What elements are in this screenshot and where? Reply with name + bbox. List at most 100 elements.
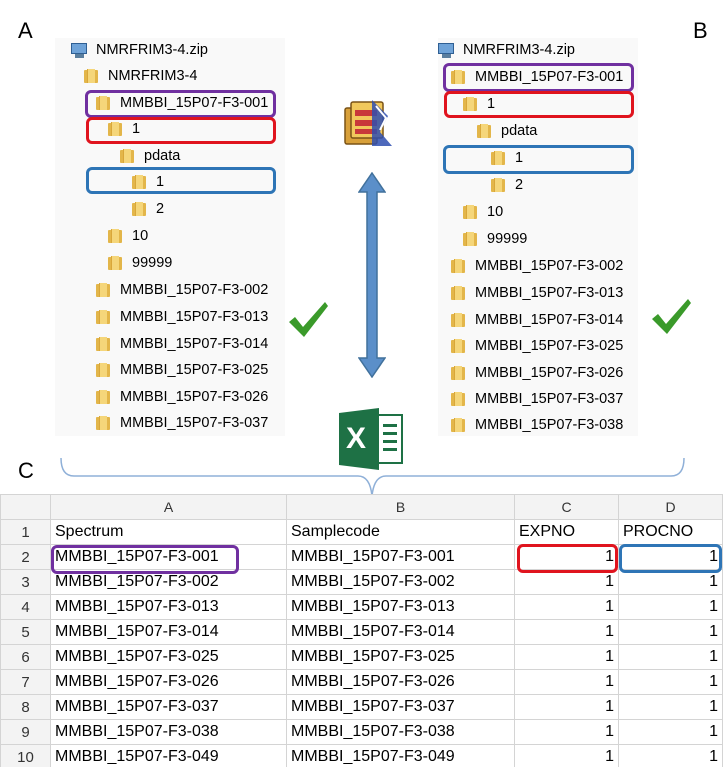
tree-node-procno-2[interactable]: 2 — [490, 173, 523, 197]
cell-expno[interactable]: 1 — [514, 619, 619, 645]
tree-node-expno[interactable]: 1 — [462, 92, 495, 116]
folder-icon — [490, 150, 506, 166]
tree-node-expno-10[interactable]: 10 — [462, 200, 503, 224]
tree-node-spectrum-014[interactable]: MMBBI_15P07-F3-014 — [450, 308, 623, 332]
tree-node-spectrum-013[interactable]: MMBBI_15P07-F3-013 — [95, 305, 268, 329]
cell-procno[interactable]: 1 — [618, 619, 723, 645]
tree-node-expno-99999[interactable]: 99999 — [107, 251, 172, 275]
row-header[interactable]: 2 — [0, 544, 51, 570]
tree-node-label: 1 — [156, 174, 165, 190]
cell-procno[interactable]: 1 — [618, 744, 723, 767]
column-header-b[interactable]: B — [286, 494, 515, 520]
tree-node-spectrum[interactable]: MMBBI_15P07-F3-001 — [450, 65, 623, 89]
table-row: 5 MMBBI_15P07-F3-014 MMBBI_15P07-F3-014 … — [0, 619, 723, 645]
double-arrow-icon — [358, 172, 386, 378]
folder-icon — [450, 391, 466, 407]
tree-node-procno-1[interactable]: 1 — [131, 170, 164, 194]
cell-samplecode[interactable]: MMBBI_15P07-F3-001 — [286, 544, 515, 570]
tree-node-label: MMBBI_15P07-F3-001 — [120, 95, 269, 111]
folder-icon — [462, 204, 478, 220]
cell-procno-header[interactable]: PROCNO — [618, 519, 723, 545]
cell-expno[interactable]: 1 — [514, 719, 619, 745]
cell-expno[interactable]: 1 — [514, 569, 619, 595]
column-header-d[interactable]: D — [618, 494, 723, 520]
tree-node-procno-2[interactable]: 2 — [131, 197, 164, 221]
cell-expno[interactable]: 1 — [514, 644, 619, 670]
folder-icon — [450, 69, 466, 85]
row-header[interactable]: 7 — [0, 669, 51, 695]
cell-spectrum[interactable]: MMBBI_15P07-F3-037 — [50, 694, 287, 720]
tree-node-spectrum-026[interactable]: MMBBI_15P07-F3-026 — [95, 385, 268, 409]
row-header[interactable]: 9 — [0, 719, 51, 745]
tree-node-expno-10[interactable]: 10 — [107, 224, 148, 248]
table-row: 9 MMBBI_15P07-F3-038 MMBBI_15P07-F3-038 … — [0, 719, 723, 745]
cell-spectrum[interactable]: MMBBI_15P07-F3-014 — [50, 619, 287, 645]
cell-spectrum[interactable]: MMBBI_15P07-F3-025 — [50, 644, 287, 670]
cell-spectrum[interactable]: MMBBI_15P07-F3-026 — [50, 669, 287, 695]
tree-node-label: MMBBI_15P07-F3-026 — [120, 389, 269, 405]
highlight-procno-b — [443, 145, 634, 174]
cell-samplecode[interactable]: MMBBI_15P07-F3-026 — [286, 669, 515, 695]
row-header[interactable]: 5 — [0, 619, 51, 645]
tree-node-label: MMBBI_15P07-F3-014 — [475, 312, 624, 328]
highlight-procno-a — [86, 167, 276, 194]
cell-expno[interactable]: 1 — [514, 669, 619, 695]
row-header[interactable]: 6 — [0, 644, 51, 670]
row-header[interactable]: 10 — [0, 744, 51, 767]
cell-spectrum-header[interactable]: Spectrum — [50, 519, 287, 545]
cell-samplecode[interactable]: MMBBI_15P07-F3-038 — [286, 719, 515, 745]
tree-node-label: 1 — [515, 150, 524, 166]
cell-samplecode[interactable]: MMBBI_15P07-F3-013 — [286, 594, 515, 620]
cell-procno[interactable]: 1 — [618, 694, 723, 720]
tree-node-expno[interactable]: 1 — [107, 117, 140, 141]
cell-procno[interactable]: 1 — [618, 644, 723, 670]
cell-spectrum[interactable]: MMBBI_15P07-F3-038 — [50, 719, 287, 745]
cell-samplecode[interactable]: MMBBI_15P07-F3-002 — [286, 569, 515, 595]
tree-node-spectrum-037[interactable]: MMBBI_15P07-F3-037 — [450, 387, 623, 411]
tree-node-spectrum-026[interactable]: MMBBI_15P07-F3-026 — [450, 361, 623, 385]
tree-node-zip[interactable]: NMRFRIM3-4.zip — [71, 38, 208, 62]
cell-samplecode[interactable]: MMBBI_15P07-F3-037 — [286, 694, 515, 720]
tree-node-label: 10 — [487, 204, 504, 220]
cell-spectrum[interactable]: MMBBI_15P07-F3-049 — [50, 744, 287, 767]
cell-procno[interactable]: 1 — [618, 594, 723, 620]
select-all-corner[interactable] — [0, 494, 51, 520]
tree-node-zip[interactable]: NMRFRIM3-4.zip — [438, 38, 575, 62]
cell-samplecode[interactable]: MMBBI_15P07-F3-014 — [286, 619, 515, 645]
tree-node-label: 1 — [487, 96, 496, 112]
cell-expno[interactable]: 1 — [514, 694, 619, 720]
tree-node-pdata[interactable]: pdata — [476, 119, 537, 143]
tree-node-spectrum-013[interactable]: MMBBI_15P07-F3-013 — [450, 281, 623, 305]
zip-archive-icon — [438, 42, 455, 58]
column-header-c[interactable]: C — [514, 494, 619, 520]
tree-node-spectrum-002[interactable]: MMBBI_15P07-F3-002 — [450, 254, 623, 278]
row-header[interactable]: 4 — [0, 594, 51, 620]
tree-node-spectrum-025[interactable]: MMBBI_15P07-F3-025 — [95, 358, 268, 382]
cell-procno[interactable]: 1 — [618, 544, 723, 570]
cell-expno-header[interactable]: EXPNO — [514, 519, 619, 545]
tree-node-procno-1[interactable]: 1 — [490, 146, 523, 170]
tree-node-spectrum-038[interactable]: MMBBI_15P07-F3-038 — [450, 413, 623, 437]
row-header[interactable]: 3 — [0, 569, 51, 595]
cell-spectrum[interactable]: MMBBI_15P07-F3-013 — [50, 594, 287, 620]
tree-node-root[interactable]: NMRFRIM3-4 — [83, 64, 197, 88]
tree-node-spectrum-014[interactable]: MMBBI_15P07-F3-014 — [95, 332, 268, 356]
tree-node-spectrum[interactable]: MMBBI_15P07-F3-001 — [95, 91, 268, 115]
column-header-a[interactable]: A — [50, 494, 287, 520]
cell-procno[interactable]: 1 — [618, 669, 723, 695]
tree-node-spectrum-037[interactable]: MMBBI_15P07-F3-037 — [95, 411, 268, 435]
cell-samplecode-header[interactable]: Samplecode — [286, 519, 515, 545]
cell-samplecode[interactable]: MMBBI_15P07-F3-049 — [286, 744, 515, 767]
cell-expno[interactable]: 1 — [514, 744, 619, 767]
cell-samplecode[interactable]: MMBBI_15P07-F3-025 — [286, 644, 515, 670]
cell-expno[interactable]: 1 — [514, 594, 619, 620]
cell-procno[interactable]: 1 — [618, 719, 723, 745]
cell-procno[interactable]: 1 — [618, 569, 723, 595]
row-header[interactable]: 8 — [0, 694, 51, 720]
tree-node-spectrum-002[interactable]: MMBBI_15P07-F3-002 — [95, 278, 268, 302]
checkmark-icon — [289, 302, 328, 337]
row-header[interactable]: 1 — [0, 519, 51, 545]
tree-node-expno-99999[interactable]: 99999 — [462, 227, 527, 251]
tree-node-pdata[interactable]: pdata — [119, 144, 180, 168]
tree-node-spectrum-025[interactable]: MMBBI_15P07-F3-025 — [450, 334, 623, 358]
